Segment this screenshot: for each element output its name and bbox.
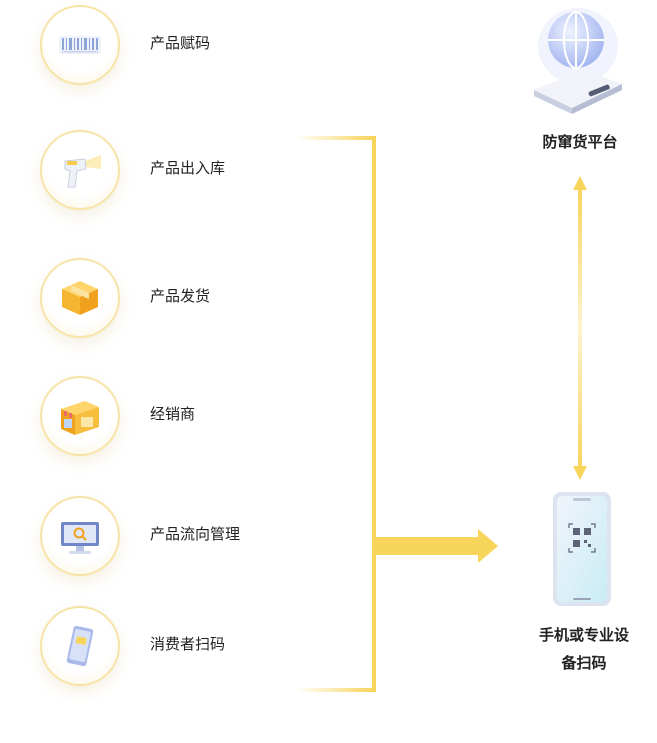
double-arrow-head-up: [573, 176, 587, 190]
phone-qr-icon: [553, 492, 611, 606]
step-shipping: 产品发货: [40, 258, 340, 338]
device-label: 手机或专业设 备扫码: [520, 621, 648, 677]
step-flow-management: 产品流向管理: [40, 496, 340, 576]
step-label: 消费者扫码: [150, 635, 226, 653]
storefront-icon: [61, 401, 99, 435]
phone-scan-icon: [66, 625, 94, 667]
step-label: 产品赋码: [150, 34, 211, 52]
step-circle: [40, 376, 120, 456]
package-box-icon: [62, 281, 98, 315]
main-arrow-head: [478, 529, 498, 563]
bracket-top-arm: [295, 136, 375, 140]
platform-label: 防窜货平台: [542, 133, 618, 151]
step-distributor: 经销商: [40, 376, 340, 456]
main-arrow-shaft: [376, 537, 478, 555]
step-circle: [40, 5, 120, 85]
step-circle: [40, 606, 120, 686]
step-circle: [40, 130, 120, 210]
step-circle: [40, 496, 120, 576]
server-globe-icon: [534, 8, 622, 114]
scanner-gun-icon: [64, 155, 101, 188]
monitor-icon: [61, 522, 99, 554]
step-label: 产品流向管理: [150, 525, 241, 543]
step-label: 经销商: [150, 405, 196, 423]
bracket-bottom-arm: [295, 688, 375, 692]
barcode-icon: [59, 36, 101, 54]
step-product-coding: 产品赋码: [40, 5, 340, 85]
step-label: 产品出入库: [150, 159, 226, 177]
bracket-vertical: [372, 136, 376, 692]
step-circle: [40, 258, 120, 338]
step-consumer-scan: 消费者扫码: [40, 606, 340, 686]
step-label: 产品发货: [150, 287, 211, 305]
device-label-line1: 手机或专业设: [538, 626, 629, 644]
step-warehousing: 产品出入库: [40, 130, 340, 210]
double-arrow-shaft: [578, 186, 582, 470]
double-arrow-head-down: [573, 466, 587, 480]
device-label-line2: 备扫码: [561, 654, 607, 672]
